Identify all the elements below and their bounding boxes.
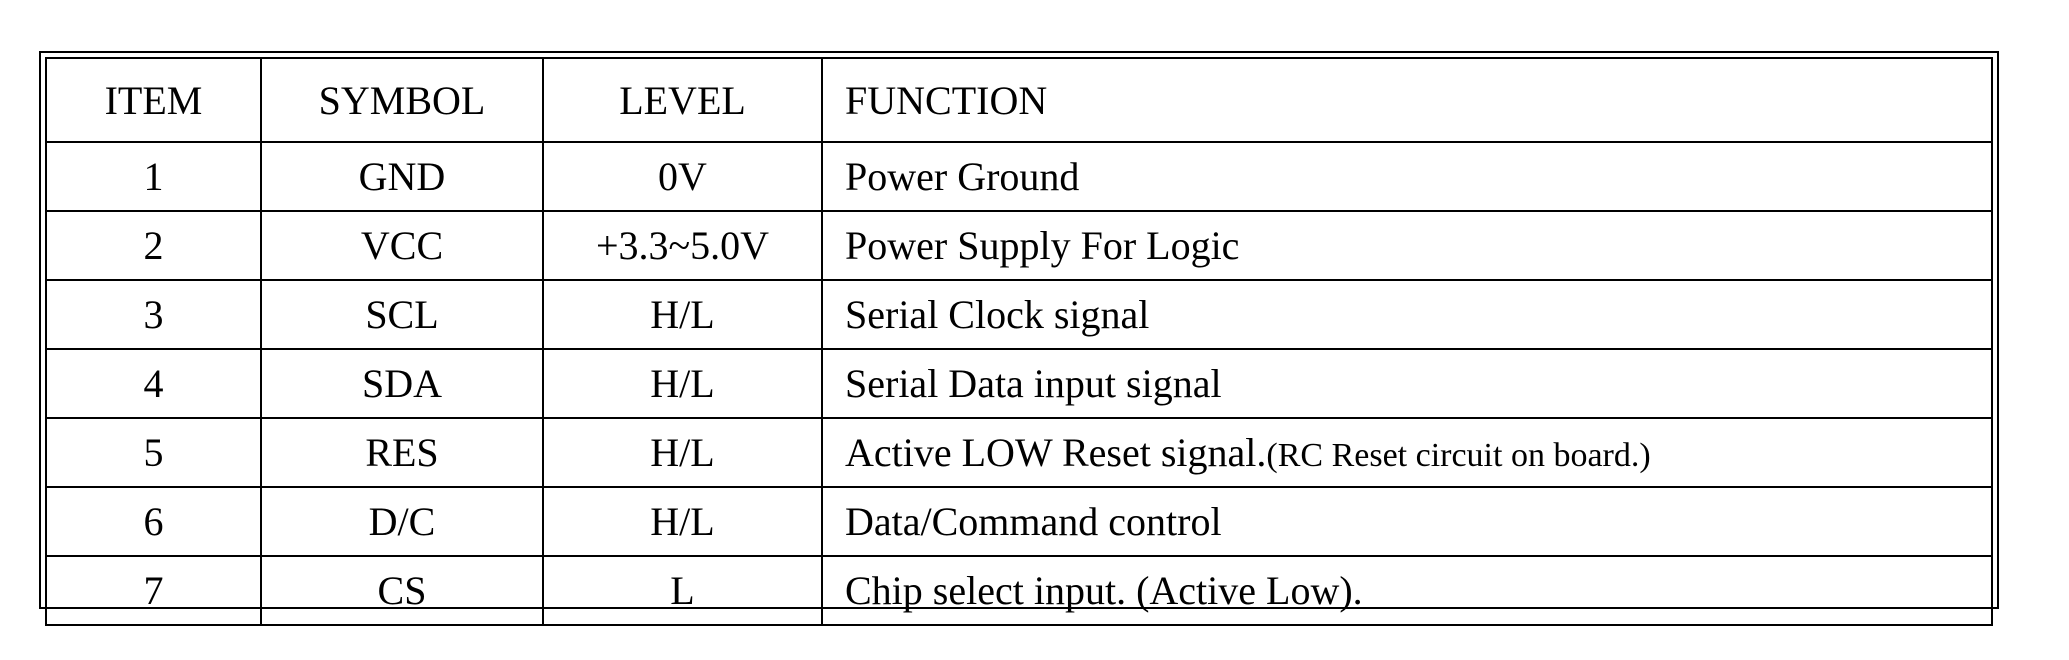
cell-item: 3 xyxy=(45,279,262,350)
cell-function: Chip select input. (Active Low). xyxy=(821,555,1993,626)
cell-item: 1 xyxy=(45,141,262,212)
function-text: Active LOW Reset signal. xyxy=(845,430,1267,475)
cell-symbol: SDA xyxy=(260,348,544,419)
header-symbol: SYMBOL xyxy=(260,57,544,143)
table-row: 1 GND 0V Power Ground xyxy=(45,141,1993,212)
header-function: FUNCTION xyxy=(821,57,1993,143)
table-row: 4 SDA H/L Serial Data input signal xyxy=(45,348,1993,419)
header-row: ITEM SYMBOL LEVEL FUNCTION xyxy=(45,57,1993,143)
cell-symbol: CS xyxy=(260,555,544,626)
function-text: Data/Command control xyxy=(845,499,1222,544)
table-row: 2 VCC +3.3~5.0V Power Supply For Logic xyxy=(45,210,1993,281)
cell-symbol: RES xyxy=(260,417,544,488)
cell-function: Serial Data input signal xyxy=(821,348,1993,419)
cell-function: Power Supply For Logic xyxy=(821,210,1993,281)
function-note: (RC Reset circuit on board.) xyxy=(1266,437,1651,474)
table-row: 7 CS L Chip select input. (Active Low). xyxy=(45,555,1993,626)
cell-function: Active LOW Reset signal.(RC Reset circui… xyxy=(821,417,1993,488)
cell-level: H/L xyxy=(542,486,823,557)
table-body: 1 GND 0V Power Ground 2 VCC +3.3~5.0V Po… xyxy=(45,141,1993,626)
cell-level: L xyxy=(542,555,823,626)
cell-level: H/L xyxy=(542,348,823,419)
cell-item: 6 xyxy=(45,486,262,557)
function-text: Chip select input. (Active Low). xyxy=(845,568,1363,613)
table-row: 6 D/C H/L Data/Command control xyxy=(45,486,1993,557)
cell-level: H/L xyxy=(542,417,823,488)
pin-table-frame: ITEM SYMBOL LEVEL FUNCTION 1 GND 0V Powe… xyxy=(39,51,1999,626)
cell-item: 4 xyxy=(45,348,262,419)
cell-item: 7 xyxy=(45,555,262,626)
cell-function: Serial Clock signal xyxy=(821,279,1993,350)
cell-item: 5 xyxy=(45,417,262,488)
cell-symbol: GND xyxy=(260,141,544,212)
cell-level: H/L xyxy=(542,279,823,350)
cell-item: 2 xyxy=(45,210,262,281)
function-text: Serial Clock signal xyxy=(845,292,1150,337)
table-header: ITEM SYMBOL LEVEL FUNCTION xyxy=(45,57,1993,143)
function-text: Serial Data input signal xyxy=(845,361,1222,406)
pin-definition-table: ITEM SYMBOL LEVEL FUNCTION 1 GND 0V Powe… xyxy=(45,57,1993,626)
cell-function: Power Ground xyxy=(821,141,1993,212)
table-row: 5 RES H/L Active LOW Reset signal.(RC Re… xyxy=(45,417,1993,488)
cell-symbol: VCC xyxy=(260,210,544,281)
cell-level: +3.3~5.0V xyxy=(542,210,823,281)
header-level: LEVEL xyxy=(542,57,823,143)
cell-function: Data/Command control xyxy=(821,486,1993,557)
function-text: Power Supply For Logic xyxy=(845,223,1240,268)
cell-symbol: D/C xyxy=(260,486,544,557)
cell-symbol: SCL xyxy=(260,279,544,350)
table-row: 3 SCL H/L Serial Clock signal xyxy=(45,279,1993,350)
cell-level: 0V xyxy=(542,141,823,212)
function-text: Power Ground xyxy=(845,154,1080,199)
header-item: ITEM xyxy=(45,57,262,143)
